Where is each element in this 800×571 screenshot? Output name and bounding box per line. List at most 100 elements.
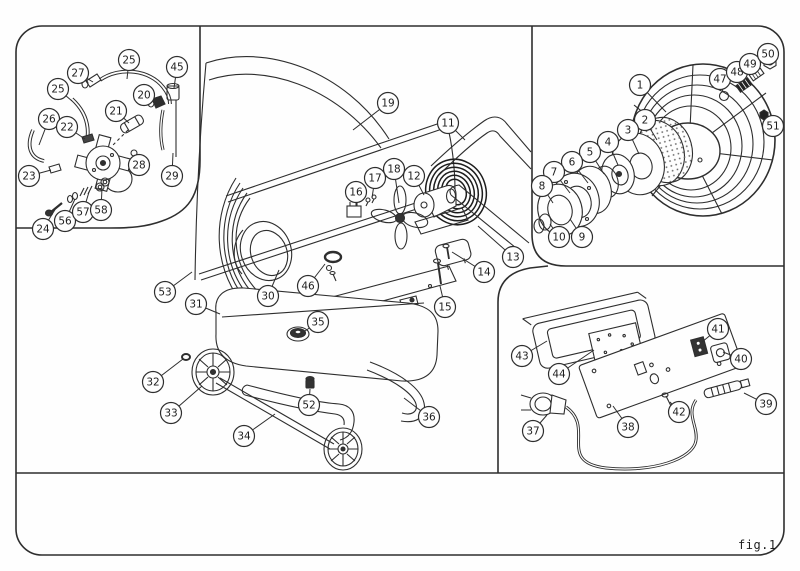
svg-text:22: 22 [60,122,73,134]
svg-text:20: 20 [137,90,150,102]
svg-text:35: 35 [311,317,324,329]
svg-text:17: 17 [368,173,381,185]
svg-text:31: 31 [189,299,202,311]
callout-40: 40 [722,347,753,371]
callout-26: 26 [37,107,61,146]
shell-outer-arc [205,56,390,140]
svg-text:28: 28 [132,160,145,172]
svg-text:2: 2 [642,115,649,127]
callout-27: 27 [66,61,94,85]
callout-37: 37 [521,414,548,443]
ignition-box [434,238,472,270]
callout-31: 31 [184,292,221,316]
svg-text:40: 40 [734,354,747,366]
callout-22: 22 [55,115,86,140]
callout-24: 24 [31,207,57,241]
callout-5: 5 [578,140,605,175]
cord-connector [703,378,751,399]
callout-44: 44 [547,349,595,386]
assembly-axis-dashed [110,129,129,148]
callout-15: 15 [433,285,457,319]
motor-bracket [414,207,469,235]
callout-8: 8 [530,174,554,204]
svg-text:57: 57 [76,207,89,219]
svg-text:24: 24 [36,224,50,236]
svg-text:58: 58 [94,205,107,217]
svg-text:1: 1 [637,80,644,92]
svg-text:32: 32 [146,377,159,389]
cup-45-top [166,82,180,90]
callout-53: 53 [153,271,193,304]
svg-text:33: 33 [164,408,177,420]
svg-text:8: 8 [539,181,546,193]
hose-short [27,129,45,163]
svg-text:41: 41 [711,324,724,336]
callout-30: 30 [256,269,280,308]
svg-text:16: 16 [349,187,363,199]
callout-25: 25 [46,77,73,102]
filter-21 [120,114,144,134]
shell-inner-arc [208,73,382,149]
power-cord [565,399,698,471]
power-plug [520,392,567,416]
svg-text:7: 7 [551,167,558,179]
socket [710,342,731,363]
svg-text:42: 42 [672,407,685,419]
callout-4: 4 [596,130,620,166]
callout-43: 43 [510,340,548,368]
hose-elbow-down [159,109,165,151]
figure-label: fig.1 [738,538,777,552]
callout-13: 13 [477,225,525,269]
svg-text:43: 43 [515,351,528,363]
callout-51: 51 [761,114,785,138]
svg-text:27: 27 [71,68,84,80]
barrel-bottom-seam [198,189,457,281]
callout-1: 1 [628,73,667,113]
callout-39: 39 [743,392,778,416]
screw-washer-set [44,177,110,217]
callout-41: 41 [701,317,730,343]
callout-35: 35 [304,310,330,334]
wheel-left [191,348,235,396]
flange-ring [323,250,343,282]
callout-34: 34 [232,413,276,448]
shell-left-edge [194,62,207,281]
callout-19: 19 [352,91,400,131]
svg-text:48: 48 [730,67,743,79]
callout-23: 23 [17,164,52,188]
callout-10: 10 [547,223,571,249]
callout-33: 33 [159,385,203,425]
rod-15 [432,258,442,285]
svg-text:49: 49 [743,59,756,71]
fuel-cap [286,326,310,342]
junction-box [346,205,362,218]
callout-58: 58 [89,187,113,222]
callout-38: 38 [612,405,640,439]
callout-25: 25 [117,48,141,80]
wiring-inset-art [520,291,751,471]
fan-blade [370,185,429,250]
svg-text:45: 45 [170,62,183,74]
callout-36: 36 [403,397,441,429]
callout-11: 11 [436,111,466,141]
svg-text:50: 50 [761,49,774,61]
inset-border-wiring [497,265,549,473]
callout-18: 18 [382,157,406,204]
svg-text:19: 19 [381,98,394,110]
svg-text:34: 34 [237,431,251,443]
callout-52: 52 [297,388,321,417]
callout-42: 42 [667,400,691,424]
screw-pair [365,194,377,207]
outer-border [15,25,785,556]
svg-text:11: 11 [441,118,454,130]
callout-14: 14 [451,251,496,284]
svg-text:56: 56 [58,216,72,228]
pump-body [74,134,132,192]
main-heater-art [181,56,532,471]
fan-inset-art [533,54,777,237]
panel-screw [661,392,672,407]
svg-text:13: 13 [506,252,519,264]
callout-50: 50 [756,42,780,66]
